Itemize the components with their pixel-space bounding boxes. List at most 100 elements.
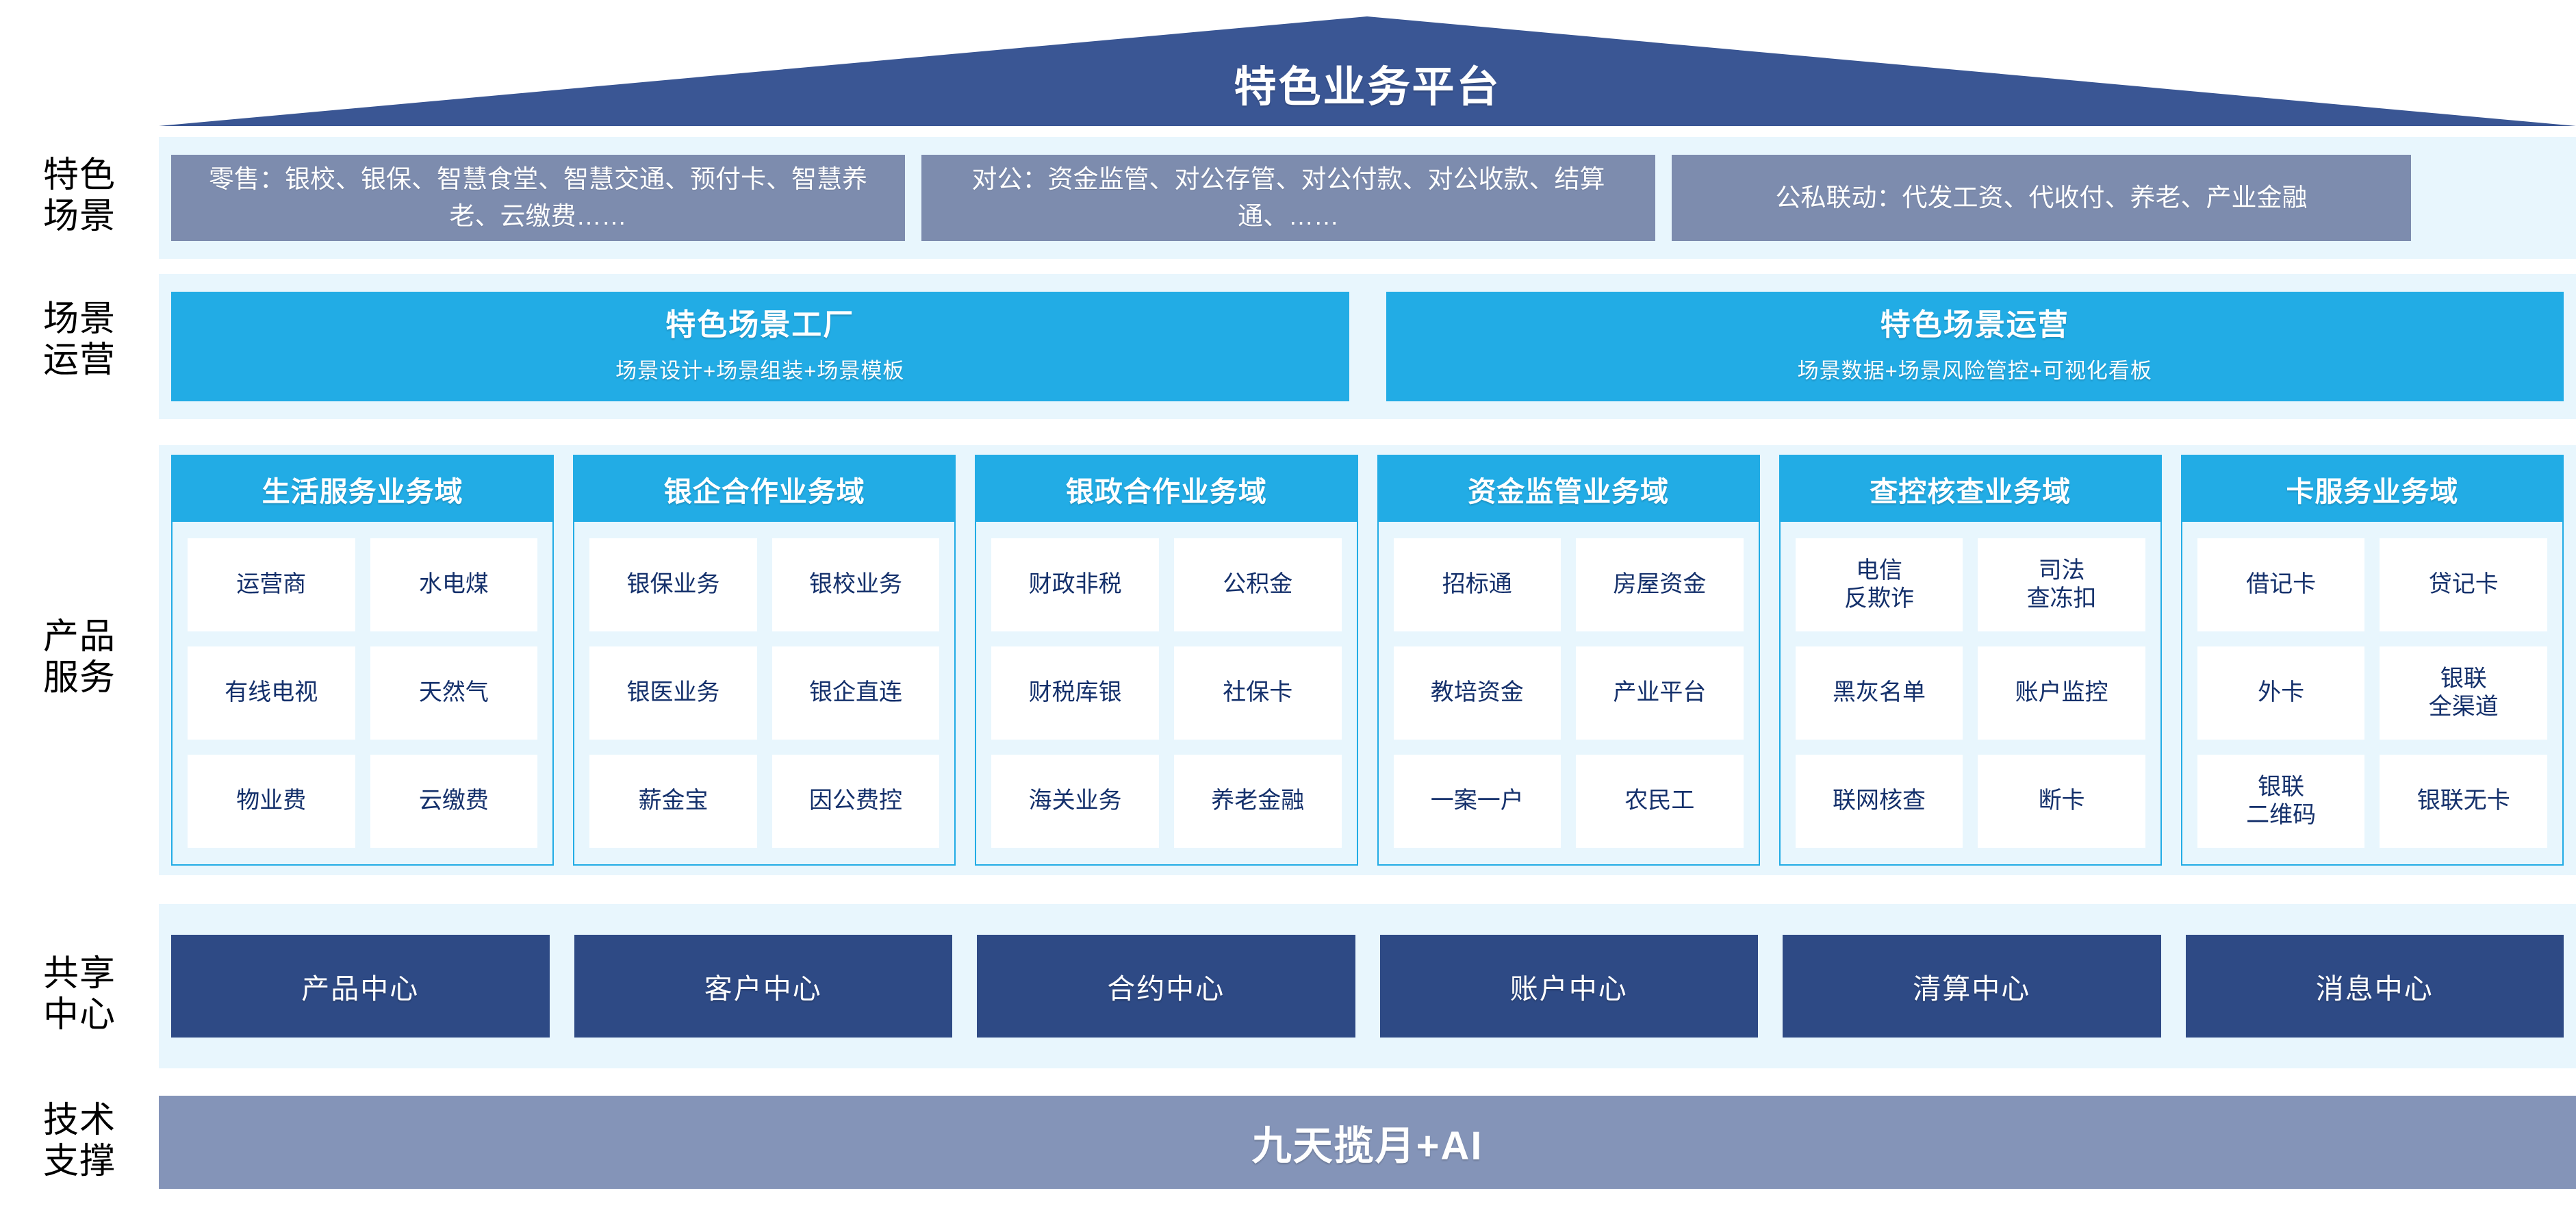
row-label-tech-support-line1: 技术 — [42, 1100, 116, 1140]
domain-cell[interactable]: 账户监控 — [1978, 646, 2145, 740]
cell-line2: 全渠道 — [2428, 694, 2499, 720]
domain-cell[interactable]: 银联全渠道 — [2380, 646, 2548, 740]
domain-cell[interactable]: 物业费 — [188, 755, 355, 848]
row-label-shared-centers: 共享 中心 — [0, 940, 159, 1049]
domain-cell[interactable]: 农民工 — [1576, 755, 1744, 848]
cell-line1: 银保业务 — [626, 571, 720, 598]
cell-line1: 银校业务 — [809, 571, 903, 598]
domain-fund-supervision[interactable]: 资金监管业务域 招标通 房屋资金 教培资金 产业平台 一案一户 农民工 — [1377, 455, 1760, 866]
cell-line1: 司法 — [2038, 557, 2085, 583]
domain-cell[interactable]: 水电煤 — [370, 538, 538, 631]
shared-center-label: 合约中心 — [1107, 973, 1225, 1005]
domain-cell[interactable]: 银医业务 — [589, 646, 757, 740]
scenario-retail-text: 零售：银校、银保、智慧食堂、智慧交通、预付卡、智慧养老、云缴费…… — [209, 165, 867, 230]
cell-line1: 海关业务 — [1028, 788, 1122, 814]
row-label-tech-support-line2: 支撑 — [42, 1142, 116, 1181]
shared-center-account[interactable]: 账户中心 — [1379, 935, 1758, 1038]
domain-card-service[interactable]: 卡服务业务域 借记卡 贷记卡 外卡 银联全渠道 银联二维码 银联无卡 — [2180, 455, 2564, 866]
tech-support-bar[interactable]: 九天揽月+AI — [159, 1096, 2576, 1189]
cell-line1: 电信 — [1855, 557, 1902, 583]
operations-operation-subtitle: 场景数据+场景风险管控+可视化看板 — [1797, 358, 2152, 383]
domain-cell[interactable]: 有线电视 — [188, 646, 355, 740]
domain-cell[interactable]: 黑灰名单 — [1795, 646, 1963, 740]
cell-line1: 外卡 — [2258, 679, 2305, 706]
row-label-products-line1: 产品 — [42, 616, 116, 657]
domain-cell[interactable]: 云缴费 — [370, 755, 538, 848]
shared-center-clearing[interactable]: 清算中心 — [1783, 935, 2161, 1038]
domain-cell[interactable]: 银联二维码 — [2197, 755, 2365, 848]
operations-panel: 特色场景工厂 场景设计+场景组装+场景模板 特色场景运营 场景数据+场景风险管控… — [159, 274, 2576, 419]
domain-cell[interactable]: 贷记卡 — [2380, 538, 2548, 631]
domain-cell[interactable]: 银联无卡 — [2380, 755, 2548, 848]
shared-center-label: 清算中心 — [1913, 973, 2031, 1005]
cell-line1: 有线电视 — [225, 679, 318, 706]
scenario-panel: 零售：银校、银保、智慧食堂、智慧交通、预付卡、智慧养老、云缴费…… 对公：资金监… — [159, 137, 2576, 259]
domain-cell[interactable]: 银企直连 — [771, 646, 940, 740]
domain-cell[interactable]: 一案一户 — [1393, 755, 1561, 848]
row-label-tech-support: 技术 支撑 — [0, 1093, 159, 1189]
domain-life-service-cells: 运营商 水电煤 有线电视 天然气 物业费 云缴费 — [173, 522, 552, 864]
domain-cell[interactable]: 银保业务 — [589, 538, 757, 631]
domain-bank-enterprise[interactable]: 银企合作业务域 银保业务 银校业务 银医业务 银企直连 薪金宝 因公费控 — [573, 455, 956, 866]
domain-cell[interactable]: 招标通 — [1393, 538, 1561, 631]
domain-cell[interactable]: 产业平台 — [1576, 646, 1744, 740]
page-title: 特色业务平台 — [1234, 64, 1501, 111]
domain-cell[interactable]: 财税库银 — [991, 646, 1159, 740]
cell-line1: 物业费 — [236, 788, 307, 814]
domain-cell[interactable]: 天然气 — [370, 646, 538, 740]
domain-cell[interactable]: 社保卡 — [1173, 646, 1342, 740]
cell-line1: 因公费控 — [809, 788, 903, 814]
cell-line2: 二维码 — [2246, 802, 2317, 828]
row-label-shared-centers-line2: 中心 — [42, 995, 116, 1035]
row-label-operations-line1: 场景 — [42, 299, 116, 339]
domain-cell[interactable]: 司法查冻扣 — [1978, 538, 2145, 631]
cell-line1: 招标通 — [1442, 571, 1512, 598]
domain-cell[interactable]: 联网核查 — [1795, 755, 1963, 848]
row-label-column: 特色 场景 场景 运营 产品 服务 共享 中心 技术 支撑 — [0, 0, 159, 1232]
domain-cell[interactable]: 薪金宝 — [589, 755, 757, 848]
scenario-joint-text: 公私联动：代发工资、代收付、养老、产业金融 — [1775, 184, 2308, 212]
operations-box-factory[interactable]: 特色场景工厂 场景设计+场景组装+场景模板 — [171, 292, 1349, 401]
operations-operation-title: 特色场景运营 — [1880, 308, 2069, 342]
domain-life-service[interactable]: 生活服务业务域 运营商 水电煤 有线电视 天然气 物业费 云缴费 — [171, 455, 554, 866]
domain-investigation-control[interactable]: 查控核查业务域 电信反欺诈 司法查冻扣 黑灰名单 账户监控 联网核查 断卡 — [1778, 455, 2162, 866]
cell-line1: 农民工 — [1624, 788, 1695, 814]
shared-center-customer[interactable]: 客户中心 — [574, 935, 952, 1038]
shared-center-product[interactable]: 产品中心 — [171, 935, 550, 1038]
domain-cell[interactable]: 因公费控 — [771, 755, 940, 848]
domain-cell[interactable]: 运营商 — [188, 538, 355, 631]
domain-bank-enterprise-cells: 银保业务 银校业务 银医业务 银企直连 薪金宝 因公费控 — [574, 522, 954, 864]
shared-center-message[interactable]: 消息中心 — [2185, 935, 2564, 1038]
row-label-scenario: 特色 场景 — [0, 148, 159, 244]
domain-bank-government[interactable]: 银政合作业务域 财政非税 公积金 财税库银 社保卡 海关业务 养老金融 — [975, 455, 1358, 866]
domain-cell[interactable]: 电信反欺诈 — [1795, 538, 1963, 631]
cell-line1: 银联无卡 — [2416, 788, 2510, 814]
product-service-panel: 生活服务业务域 运营商 水电煤 有线电视 天然气 物业费 云缴费 银企合作业务域… — [159, 445, 2576, 875]
operations-box-operation[interactable]: 特色场景运营 场景数据+场景风险管控+可视化看板 — [1386, 292, 2564, 401]
cell-line1: 贷记卡 — [2428, 571, 2499, 598]
scenario-box-joint[interactable]: 公私联动：代发工资、代收付、养老、产业金融 — [1672, 155, 2411, 241]
domain-cell[interactable]: 海关业务 — [991, 755, 1159, 848]
domain-cell[interactable]: 银校业务 — [771, 538, 940, 631]
scenario-box-retail[interactable]: 零售：银校、银保、智慧食堂、智慧交通、预付卡、智慧养老、云缴费…… — [171, 155, 905, 241]
domain-cell[interactable]: 房屋资金 — [1576, 538, 1744, 631]
shared-center-label: 消息中心 — [2315, 973, 2434, 1005]
domain-cell[interactable]: 养老金融 — [1173, 755, 1342, 848]
cell-line2: 查冻扣 — [2026, 586, 2097, 612]
domain-cell[interactable]: 财政非税 — [991, 538, 1159, 631]
cell-line1: 运营商 — [236, 571, 307, 598]
domain-cell[interactable]: 教培资金 — [1393, 646, 1561, 740]
domain-cell[interactable]: 公积金 — [1173, 538, 1342, 631]
cell-line1: 借记卡 — [2246, 571, 2317, 598]
row-label-operations: 场景 运营 — [0, 285, 159, 394]
row-label-scenario-line1: 特色 — [42, 155, 116, 195]
cell-line1: 产业平台 — [1613, 679, 1707, 706]
scenario-box-corporate[interactable]: 对公：资金监管、对公存管、对公付款、对公收款、结算通、…… — [921, 155, 1655, 241]
domain-cell[interactable]: 外卡 — [2197, 646, 2365, 740]
domain-cell[interactable]: 断卡 — [1978, 755, 2145, 848]
domain-bank-government-header: 银政合作业务域 — [976, 456, 1357, 522]
shared-center-contract[interactable]: 合约中心 — [977, 935, 1355, 1038]
domain-card-service-header: 卡服务业务域 — [2182, 456, 2563, 522]
domain-cell[interactable]: 借记卡 — [2197, 538, 2365, 631]
cell-line1: 银联 — [2440, 665, 2487, 692]
